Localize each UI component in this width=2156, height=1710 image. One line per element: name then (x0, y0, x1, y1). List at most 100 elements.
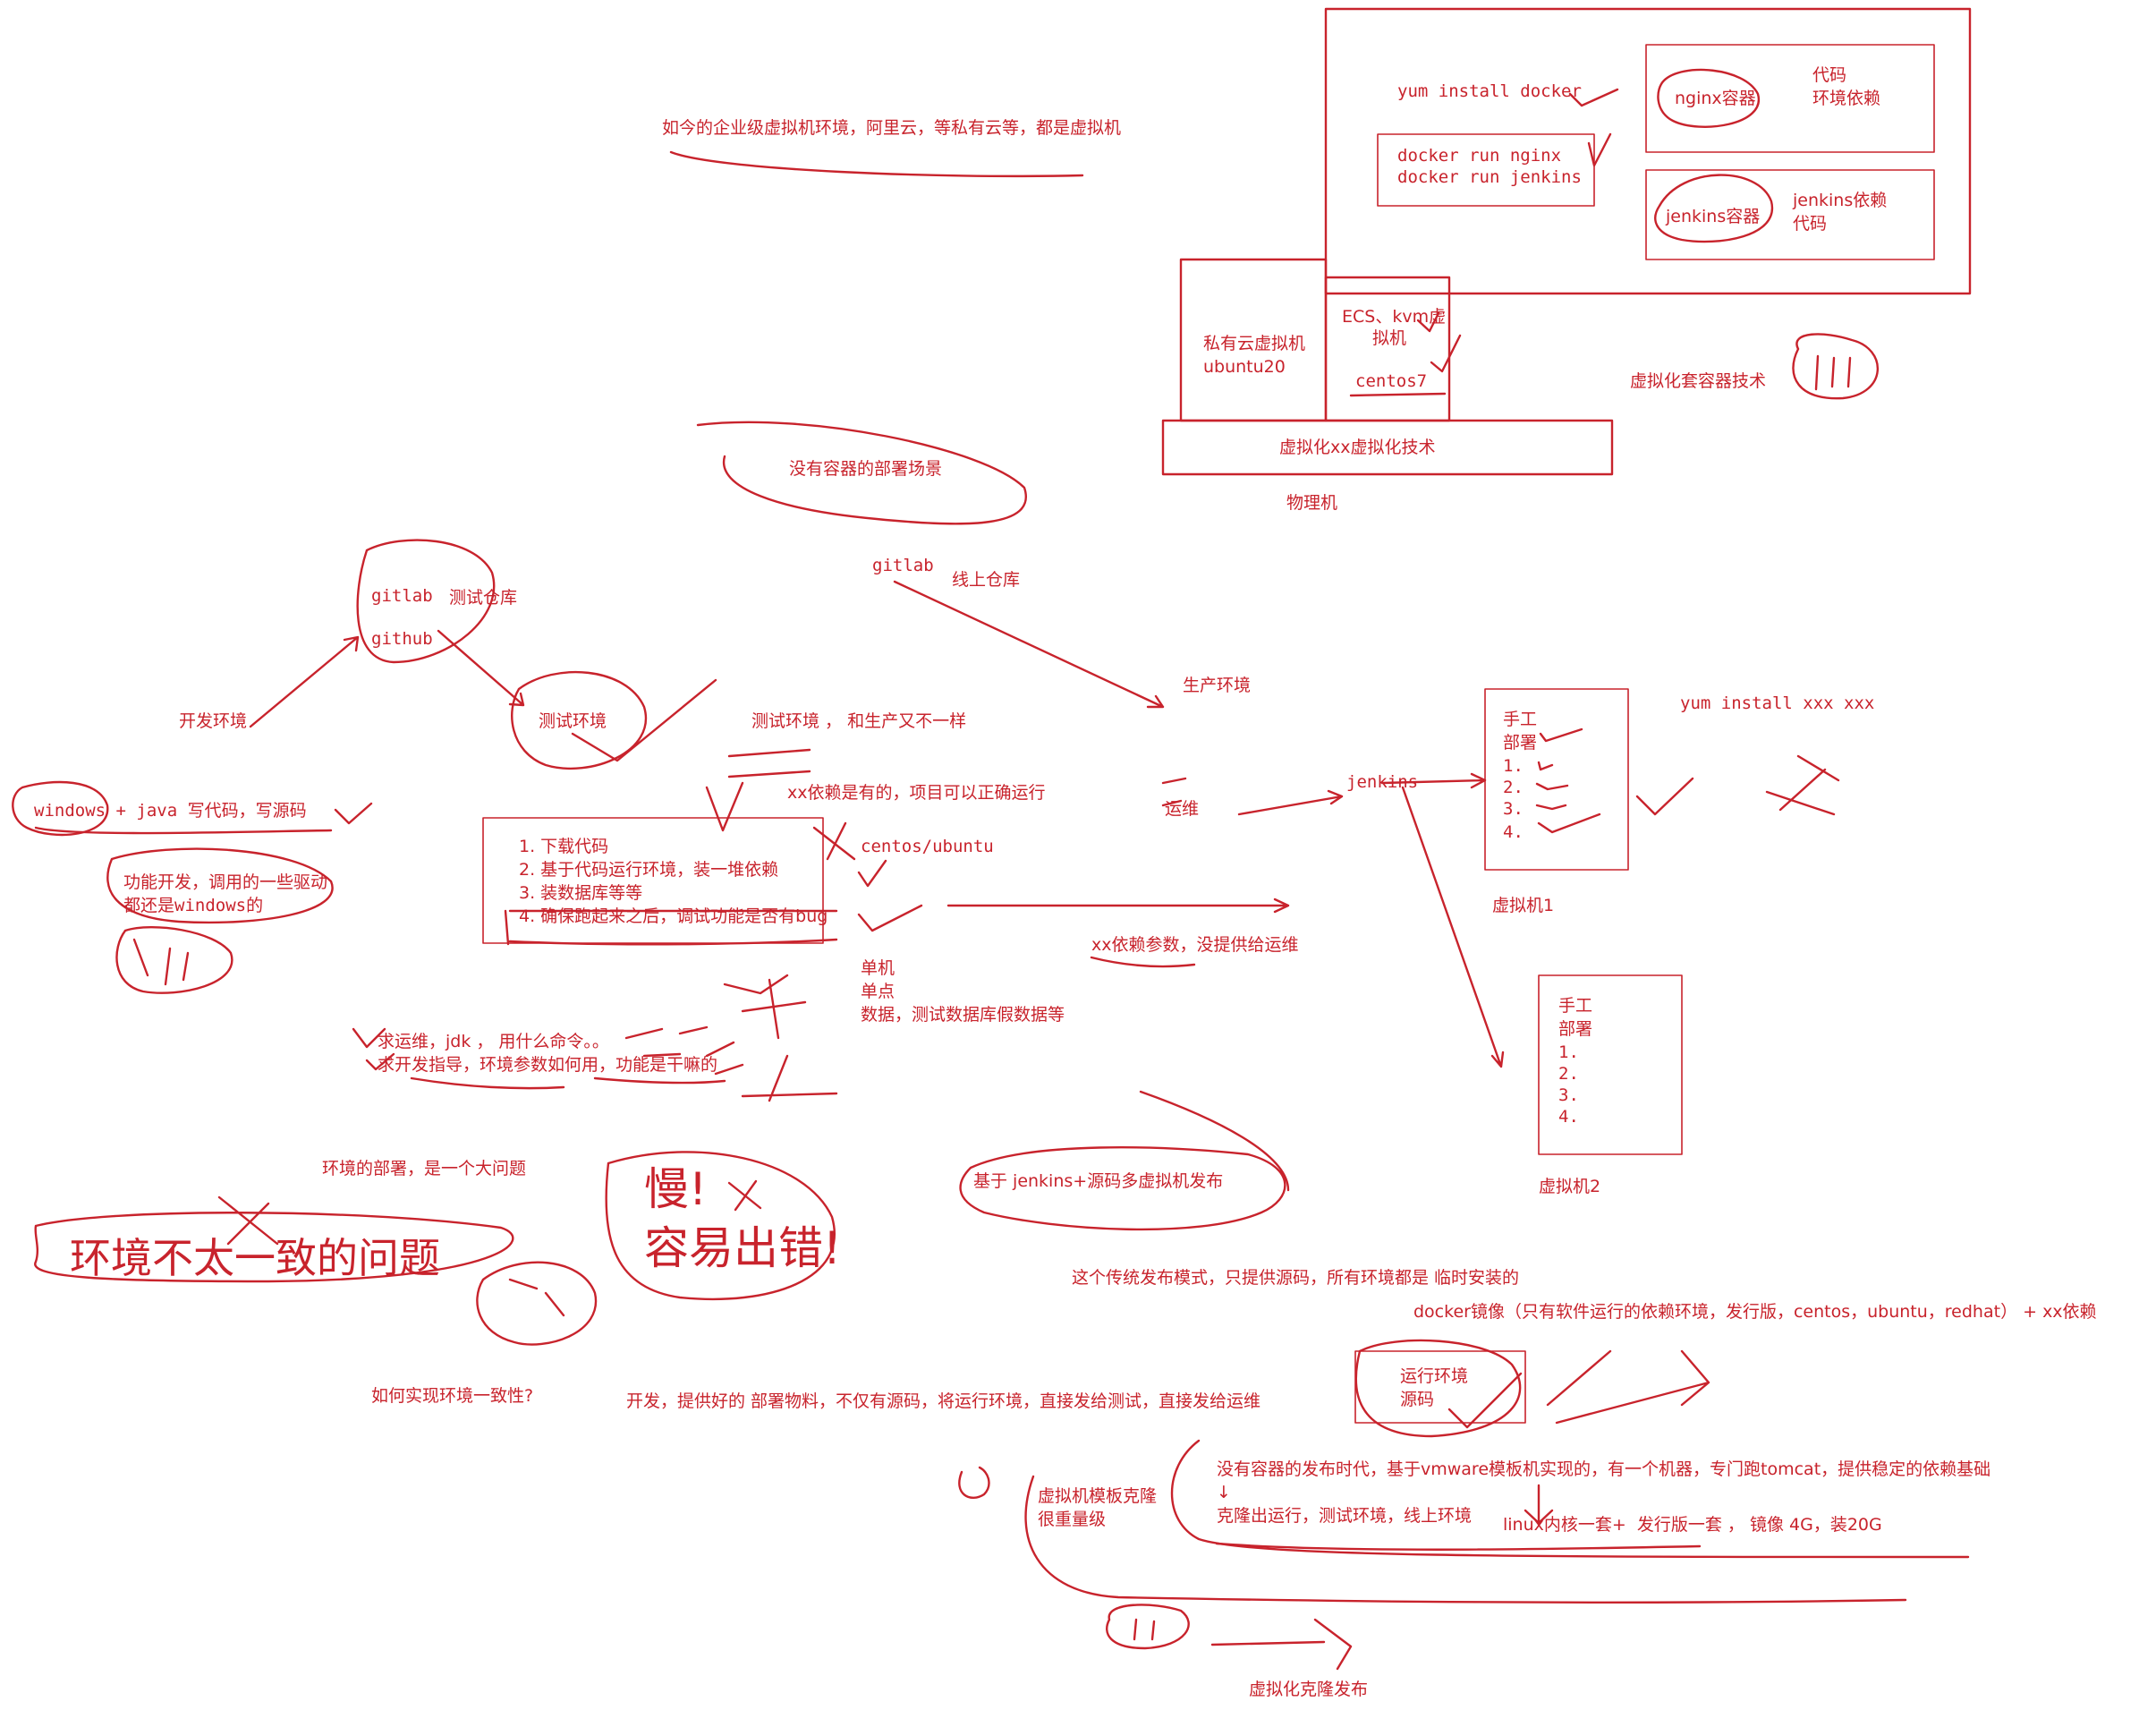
virt-container-drawing (1792, 333, 1879, 400)
x-mark-1 (812, 821, 856, 861)
jenkins-container-box (1645, 169, 1935, 260)
jenkins-circle (1654, 174, 1774, 243)
feature-dev-circle (106, 847, 334, 924)
underline-xx-params (1090, 956, 1196, 968)
vm-template-heavy-label: 很重量级 (1038, 1510, 1107, 1529)
windows-circle (12, 780, 109, 837)
vm1-label: 虚拟机1 (1492, 896, 1555, 915)
check-centos (1430, 334, 1462, 373)
x-mark-3 (705, 1041, 838, 1102)
feature-dev-label: 功能开发，调用的一些驱动 (123, 872, 328, 892)
vm1-x (1765, 754, 1840, 816)
doodle-face-2 (476, 1261, 598, 1346)
test-repo-label: 测试仓库 (449, 588, 518, 608)
no-container-era-label: 没有容器的发布时代，基于vmware模板机实现的，有一个机器，专门跑tomcat… (1217, 1459, 1991, 1479)
single-3-label: 数据，测试数据库假数据等 (861, 1005, 1065, 1025)
steps-box (482, 817, 824, 944)
yum-xxx-label: yum install xxx xxx (1680, 693, 1875, 713)
inconsistent-circle (34, 1212, 514, 1283)
ask-ops-label: 求运维，jdk ， 用什么命令。。 (378, 1032, 609, 1051)
centos7-label: centos7 (1355, 371, 1428, 391)
jenkins-code-label: 代码 (1793, 214, 1828, 234)
gitlab-online-label: gitlab (872, 556, 934, 575)
vm2-deploy-label: 部署 (1558, 1019, 1593, 1039)
check-centos-ubuntu (857, 859, 923, 932)
nginx-circle (1657, 68, 1761, 128)
vm1-step-2: 2. (1503, 778, 1524, 797)
doodle-face (115, 925, 233, 994)
dash-marks (727, 748, 811, 778)
ask-ops-underline (410, 1076, 726, 1090)
check-ecs (1416, 311, 1440, 333)
virtualization-box (1161, 419, 1614, 476)
inconsistent-label: 环境不太一致的问题 (70, 1234, 440, 1282)
vm1-big-check (1635, 777, 1694, 816)
vm2-step-1: 1. (1558, 1042, 1579, 1062)
jenkins-deploy-circle (959, 1090, 1290, 1231)
check-docker (1568, 88, 1619, 107)
enterprise-vm-note: 如今的企业级虚拟机环境，阿里云，等私有云等，都是虚拟机 (662, 118, 1122, 138)
era-arrow: ↓ (1217, 1483, 1231, 1502)
docker-run-nginx: docker run nginx (1397, 146, 1562, 166)
traditional-label: 这个传统发布模式，只提供源码，所有环境都是 临时安装的 (1072, 1268, 1520, 1288)
vm1-box (1484, 688, 1629, 871)
inconsistent-x (217, 1195, 279, 1246)
vm1-checks (1535, 727, 1601, 834)
slow-label: 慢! (644, 1163, 708, 1215)
private-vm-os: ubuntu20 (1203, 357, 1286, 377)
slow-circle (605, 1151, 836, 1301)
steps-highlight (504, 909, 838, 946)
docker-host-box (1324, 7, 1972, 295)
linux-kernel-label: linux内核一套+ 发行版一套 ， 镜像 4G，装20G (1503, 1515, 1882, 1535)
step-3: 3. 装数据库等等 (519, 883, 643, 903)
vm1-manual-label: 手工 (1503, 710, 1538, 729)
single-2-label: 单点 (861, 982, 896, 1001)
virt-clone-label: 虚拟化克隆发布 (1249, 1680, 1369, 1699)
gitlab-circle (356, 539, 496, 664)
vm2-manual-label: 手工 (1558, 996, 1593, 1016)
nginx-code-label: 代码 (1812, 65, 1847, 85)
arrow-centos-to-right (946, 898, 1290, 914)
x-mark-2 (723, 974, 807, 1040)
yum-install-docker: yum install docker (1397, 81, 1582, 101)
step-4: 4. 确保跑起来之后，调试功能是否有bug (519, 906, 828, 926)
centos-ubuntu-label: centos/ubuntu (861, 837, 994, 856)
no-container-circle (696, 421, 1027, 525)
vm-template-bracket (1024, 1475, 1907, 1604)
source-code-label: 源码 (1400, 1390, 1435, 1409)
arrow-gitlab-to-test (437, 629, 525, 707)
run-env-circle (1354, 1339, 1522, 1438)
vm1-step-1: 1. (1503, 756, 1524, 776)
jenkins-to-vm2-arrow (1401, 786, 1505, 1068)
jenkins-label: jenkins (1346, 772, 1419, 792)
vm2-box (1538, 974, 1683, 1155)
vm2-step-2: 2. (1558, 1064, 1579, 1084)
test-env-label: 测试环境 (539, 711, 607, 731)
feature-dev-label-2: 都还是windows的 (123, 896, 264, 915)
vm2-step-3: 3. (1558, 1085, 1579, 1105)
ask-dev-label: 求开发指导，环境参数如何用，功能是干嘛的 (378, 1055, 718, 1075)
ops-scribble (1161, 777, 1187, 807)
github-label: github (371, 629, 433, 649)
slow-x (727, 1179, 762, 1212)
online-repo-label: 线上仓库 (952, 570, 1021, 590)
ops-to-jenkins-arrow (1237, 789, 1344, 816)
underline-windows (34, 826, 333, 835)
no-container-label: 没有容器的部署场景 (789, 459, 943, 479)
vm-template-icon (958, 1466, 990, 1499)
dev-provides-label: 开发，提供好的 部署物料，不仅有源码，将运行环境，直接发给测试，直接发给运维 (626, 1391, 1261, 1411)
docker-run-jenkins: docker run jenkins (1397, 167, 1582, 187)
docker-run-box (1377, 133, 1595, 207)
era-brace (1170, 1439, 1970, 1559)
vm1-deploy-label: 部署 (1503, 733, 1538, 753)
prod-env-label: 生产环境 (1183, 676, 1252, 695)
ask-ops-checks (352, 1027, 395, 1071)
virt-clone-drawing (1106, 1604, 1353, 1671)
docker-image-label: docker镜像（只有软件运行的依赖环境，发行版，centos，ubuntu，r… (1413, 1302, 2097, 1322)
underline-enterprise (669, 150, 1084, 178)
private-vm-label: 私有云虚拟机 (1203, 334, 1306, 353)
virt-container-label: 虚拟化套容器技术 (1630, 371, 1767, 391)
physical-label: 物理机 (1286, 493, 1338, 513)
